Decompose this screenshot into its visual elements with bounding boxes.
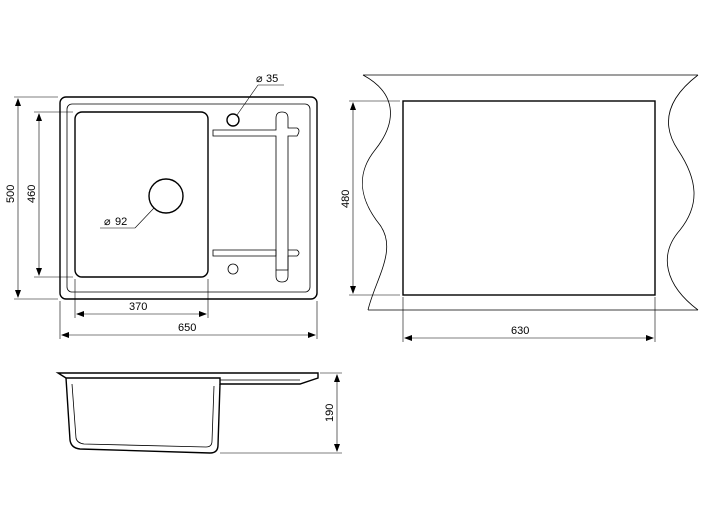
dim-650-label: 650 <box>178 322 196 334</box>
sink-inner-rim <box>66 103 311 293</box>
side-rim <box>55 372 319 385</box>
overflow-hole-circle <box>227 263 239 275</box>
drain-dimension-label: 92 <box>115 216 127 228</box>
tap-hole-diameter-symbol: ⌀ <box>256 73 263 85</box>
drainer-rib-lower <box>212 249 277 257</box>
drain-diameter-symbol: ⌀ <box>104 216 111 228</box>
bowl-outline <box>74 111 209 278</box>
dim-370-label: 370 <box>129 301 147 313</box>
dim-630-label: 630 <box>511 325 529 337</box>
drainer-rib-lower-end <box>275 249 300 283</box>
dim-480-label: 480 <box>340 190 352 208</box>
dim-500-label: 500 <box>5 185 17 203</box>
tap-hole-dimension-label: 35 <box>266 73 278 85</box>
side-view: 190 <box>55 372 342 454</box>
sink-outer-rim <box>59 96 318 300</box>
side-bowl-inner <box>71 383 215 448</box>
drain-leader <box>134 207 155 229</box>
drainer-rib-upper <box>212 111 300 271</box>
dim-190-label: 190 <box>324 404 336 422</box>
tap-hole-circle <box>226 113 240 127</box>
dim-460-label: 460 <box>26 185 38 203</box>
countertop-outline <box>361 74 699 311</box>
tap-hole-leader <box>236 84 259 116</box>
cutout-view: 480 630 <box>340 74 699 342</box>
cutout-rectangle <box>402 100 656 296</box>
drain-circle <box>148 178 184 214</box>
side-bowl-outer <box>65 377 221 454</box>
top-view: ⌀ 35 ⌀ 92 500 460 370 650 <box>5 73 318 339</box>
